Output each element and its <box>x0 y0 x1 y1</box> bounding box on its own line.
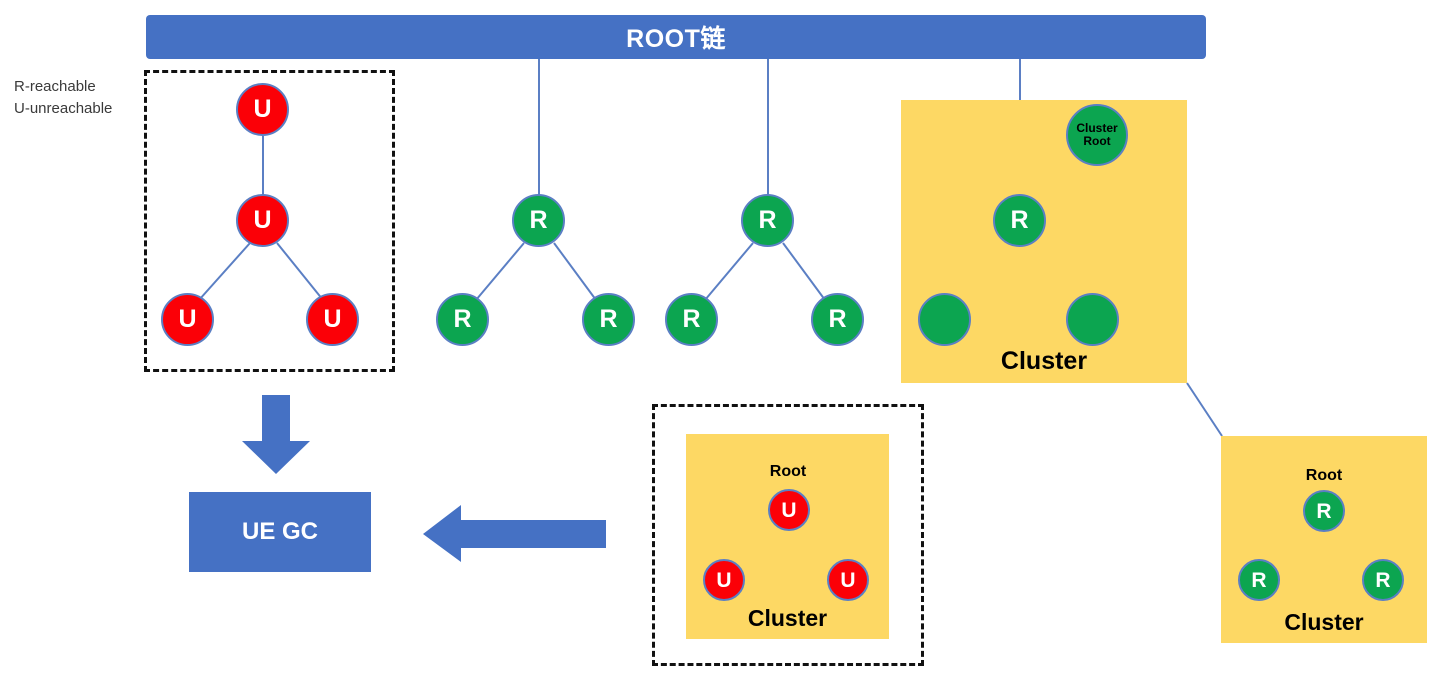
node-label: R <box>599 305 618 333</box>
cluster-unreachable-root-caption: Root <box>769 463 807 480</box>
cluster-reachable-bottom-root-caption: Root <box>1305 467 1343 484</box>
edge-t2-root-right <box>782 242 826 301</box>
node-label: R <box>1316 499 1332 523</box>
ue-gc-box[interactable]: UE GC <box>189 492 371 572</box>
legend-unreachable: U-unreachable <box>14 99 113 117</box>
node-cluster-top-leaf-right[interactable] <box>1066 293 1119 346</box>
ue-gc-label: UE GC <box>241 518 318 545</box>
legend: R-reachable U-unreachable <box>14 76 112 120</box>
cluster-caption: Cluster <box>747 605 828 631</box>
node-label: R <box>828 305 847 333</box>
node-label: U <box>781 498 797 522</box>
edge-t1-root-right <box>553 242 597 301</box>
node-unreachable-leaf-left[interactable]: U <box>161 293 214 346</box>
cluster-root-label: Cluster Root <box>1076 122 1117 147</box>
node-reachable-t2-leaf-left[interactable]: R <box>665 293 718 346</box>
node-label: U <box>716 568 732 592</box>
cluster-caption: Cluster <box>1000 347 1088 375</box>
cluster-root-line1: Cluster <box>1076 121 1118 136</box>
node-label: R <box>1375 568 1391 592</box>
node-cluster-reachable-leaf-right[interactable]: R <box>1362 559 1404 601</box>
node-label: U <box>178 305 197 333</box>
cluster-unreachable: Cluster <box>686 434 889 639</box>
unreachable-cluster-boundary <box>652 404 924 666</box>
arrow-down-to-uegc <box>242 395 310 474</box>
node-cluster-reachable-root[interactable]: R <box>1303 490 1345 532</box>
node-cluster-unreachable-leaf-left[interactable]: U <box>703 559 745 601</box>
node-reachable-t2-root[interactable]: R <box>741 194 794 247</box>
node-label: R <box>1010 206 1029 234</box>
node-label: R <box>529 206 548 234</box>
node-cluster-root-badge[interactable]: Cluster Root <box>1066 104 1128 166</box>
legend-reachable: R-reachable <box>14 78 96 95</box>
node-reachable-t1-leaf-right[interactable]: R <box>582 293 635 346</box>
node-cluster-top-root[interactable]: R <box>993 194 1046 247</box>
node-cluster-unreachable-root[interactable]: U <box>768 489 810 531</box>
node-label: R <box>758 206 777 234</box>
node-label: U <box>323 305 342 333</box>
cluster-reachable-bottom: Cluster <box>1221 436 1427 643</box>
node-unreachable-root[interactable]: U <box>236 83 289 136</box>
node-unreachable-mid[interactable]: U <box>236 194 289 247</box>
edge-u2-u3 <box>198 242 251 301</box>
arrow-left-to-uegc <box>423 505 606 562</box>
edge-t2-root-left <box>704 242 754 301</box>
node-cluster-top-leaf-left[interactable] <box>918 293 971 346</box>
node-label: U <box>840 568 856 592</box>
cluster-root-line2: Root <box>1083 134 1111 148</box>
node-unreachable-leaf-right[interactable]: U <box>306 293 359 346</box>
node-label: U <box>253 206 272 234</box>
root-chain-title: ROOT链 <box>626 25 726 53</box>
cluster-caption: Cluster <box>1284 609 1364 635</box>
edge-u2-u4 <box>276 242 324 301</box>
edge-cluster-to-cluster <box>1186 382 1223 437</box>
node-reachable-t1-root[interactable]: R <box>512 194 565 247</box>
node-label: U <box>253 95 272 123</box>
node-label: R <box>453 305 472 333</box>
node-reachable-t1-leaf-left[interactable]: R <box>436 293 489 346</box>
node-reachable-t2-leaf-right[interactable]: R <box>811 293 864 346</box>
node-label: R <box>1251 568 1267 592</box>
node-cluster-unreachable-leaf-right[interactable]: U <box>827 559 869 601</box>
edge-t1-root-left <box>475 242 525 301</box>
node-label: R <box>682 305 701 333</box>
root-chain-banner: ROOT链 <box>146 15 1206 59</box>
unreachable-chain-boundary <box>144 70 395 372</box>
node-cluster-reachable-leaf-left[interactable]: R <box>1238 559 1280 601</box>
